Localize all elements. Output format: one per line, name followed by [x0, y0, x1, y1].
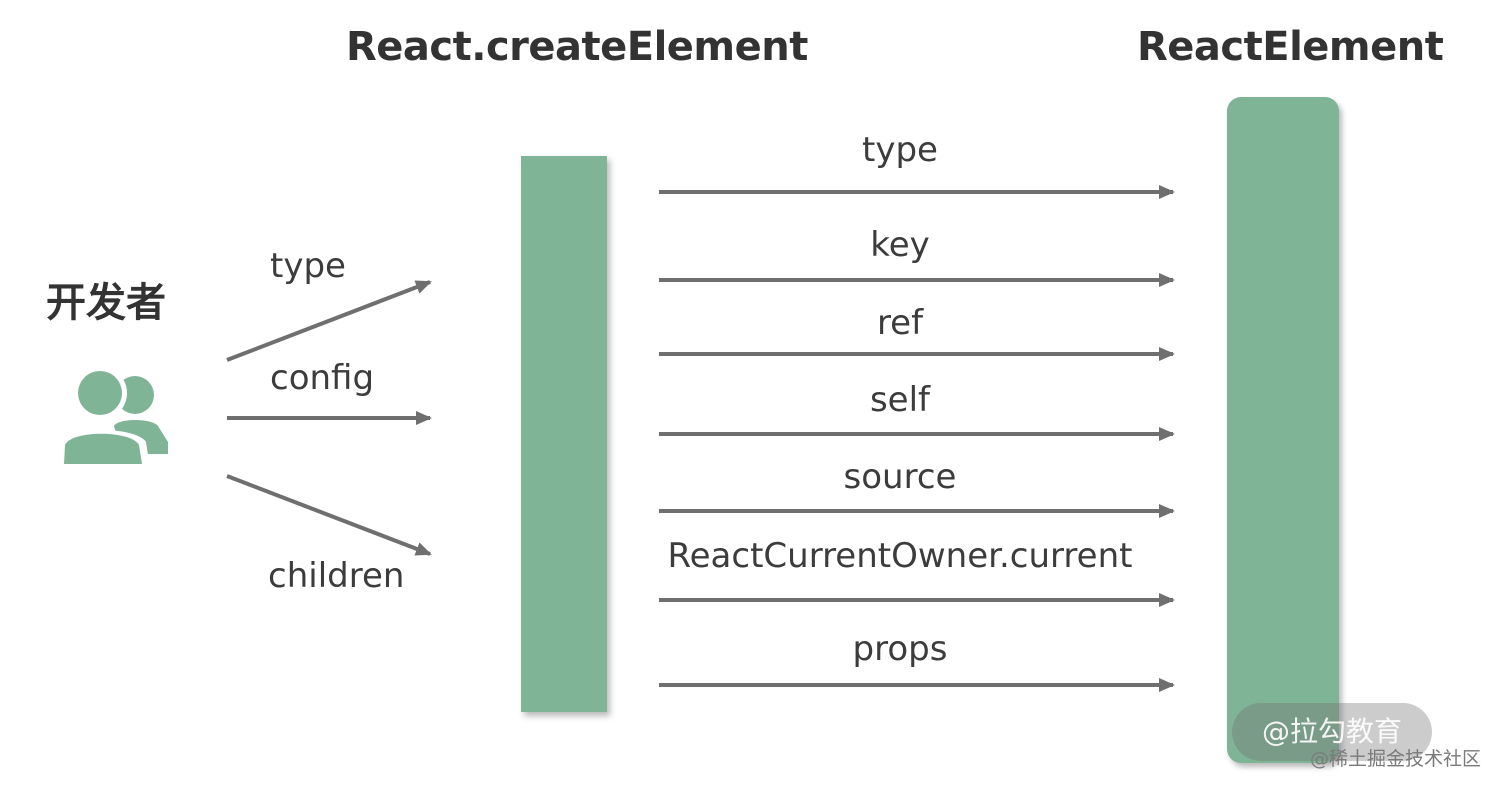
- input-arrow-children: [226, 474, 432, 556]
- input-label-type: type: [270, 246, 346, 286]
- react-element-bar: [1227, 97, 1339, 763]
- title-react-element: ReactElement: [1137, 24, 1444, 70]
- output-label-key: key: [870, 225, 930, 265]
- watermark-badge: @拉勾教育: [1232, 703, 1432, 761]
- output-label-source: source: [843, 457, 957, 497]
- create-element-bar: [521, 156, 607, 712]
- output-label-owner: ReactCurrentOwner.current: [667, 536, 1133, 576]
- developer-label: 开发者: [46, 280, 166, 326]
- users-icon: [58, 368, 168, 468]
- input-label-config: config: [270, 358, 375, 398]
- title-create-element: React.createElement: [346, 24, 808, 70]
- output-label-props: props: [852, 629, 948, 669]
- output-label-type: type: [862, 130, 938, 170]
- output-label-self: self: [869, 380, 931, 420]
- input-label-children: children: [268, 556, 405, 596]
- input-arrow-type: [226, 280, 432, 362]
- watermark-site: @稀土掘金技术社区: [1310, 748, 1482, 770]
- output-label-ref: ref: [876, 303, 924, 343]
